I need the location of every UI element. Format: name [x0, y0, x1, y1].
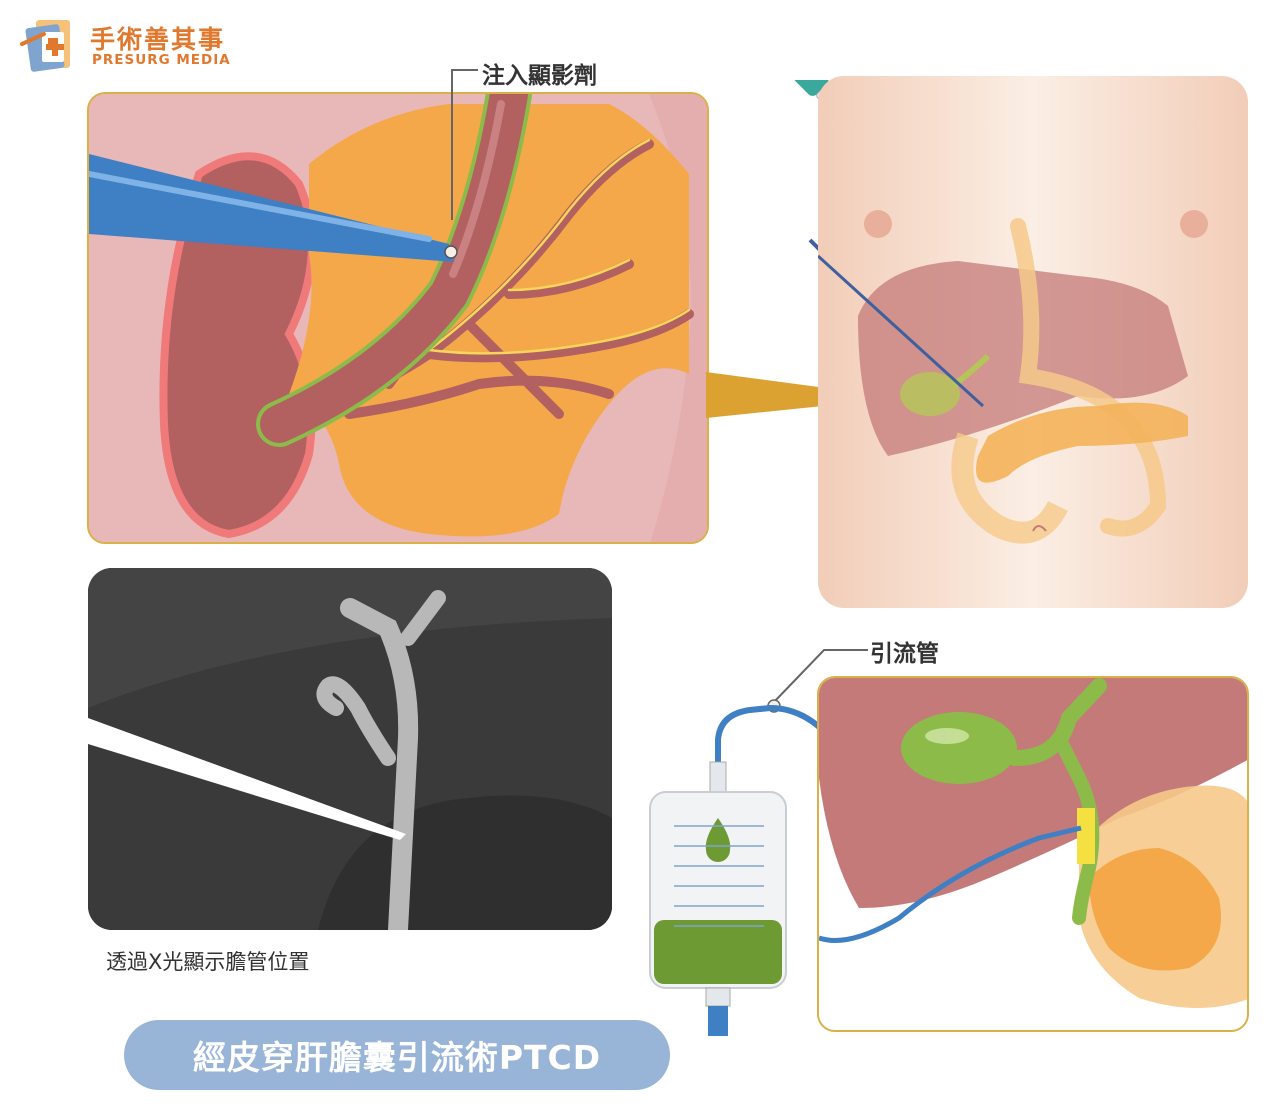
- callout-wedge: [706, 372, 901, 418]
- xray-panel: [88, 568, 612, 930]
- zoomed-needle-panel: [87, 92, 709, 544]
- procedure-title: 經皮穿肝膽囊引流術PTCD: [124, 1020, 670, 1090]
- drainage-detail-panel: [817, 676, 1249, 1032]
- brand-logo: 手術善其事 PRESURG MEDIA: [18, 14, 258, 74]
- contrast-injection-label: 注入顯影劑: [482, 63, 597, 89]
- brand-name-cn: 手術善其事: [90, 25, 226, 54]
- drain-tube-label: 引流管: [870, 641, 939, 667]
- brand-logo-icon: [20, 20, 70, 72]
- xray-caption: 透過X光顯示膽管位置: [106, 950, 310, 974]
- body-overview-panel: [818, 76, 1248, 608]
- drainage-bag: [649, 704, 1060, 1036]
- contrast-label-leader: [451, 69, 478, 220]
- brand-name-en: PRESURG MEDIA: [92, 52, 231, 68]
